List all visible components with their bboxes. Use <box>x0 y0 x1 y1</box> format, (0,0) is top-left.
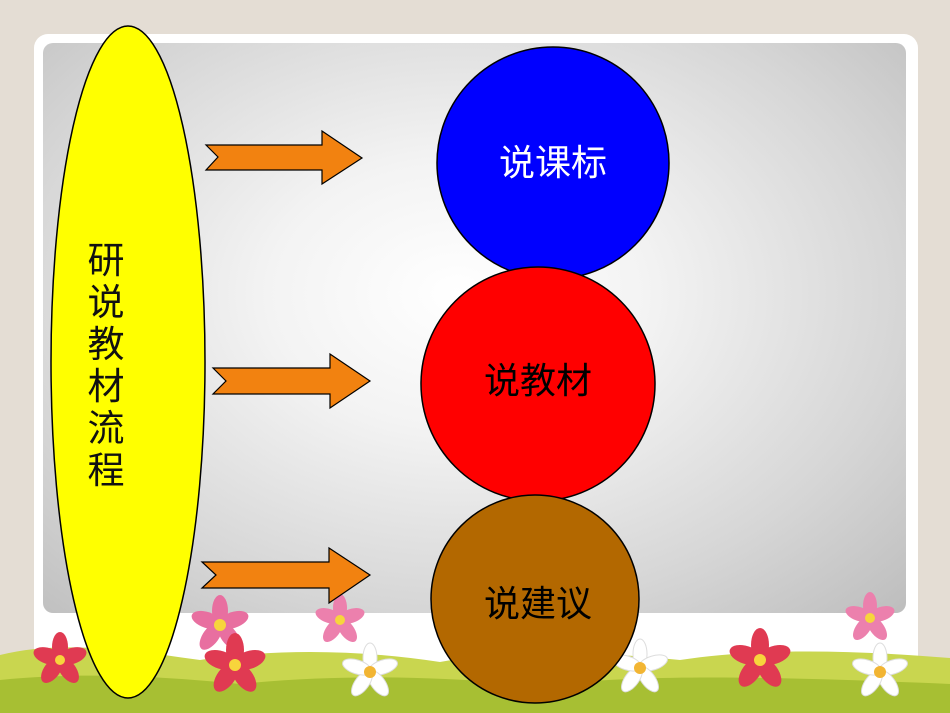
flower-red <box>204 633 266 692</box>
flower-pink <box>315 594 365 643</box>
node-circle-3 <box>430 494 640 704</box>
flower-white <box>342 642 398 697</box>
node-label-curriculum-standard: 说课标 <box>498 143 607 184</box>
arrow-3 <box>200 546 372 605</box>
arrow-1 <box>204 129 364 186</box>
process-label-char: 研 <box>87 239 125 282</box>
process-label-char: 教 <box>87 323 125 366</box>
flower-pink <box>845 592 895 641</box>
process-label-char: 流 <box>87 407 125 450</box>
process-ellipse <box>50 25 206 699</box>
flower-red <box>729 628 791 687</box>
process-label-char: 材 <box>87 365 125 408</box>
flower-red <box>33 632 87 684</box>
process-label-char: 程 <box>87 449 125 492</box>
flower-white <box>852 642 908 697</box>
node-label-suggestions: 说建议 <box>483 584 592 625</box>
process-label-char: 说 <box>87 281 125 324</box>
process-label: 研 说 教 材 流 程 <box>86 240 126 492</box>
arrow-2 <box>211 352 372 410</box>
node-label-textbook: 说教材 <box>483 361 592 402</box>
